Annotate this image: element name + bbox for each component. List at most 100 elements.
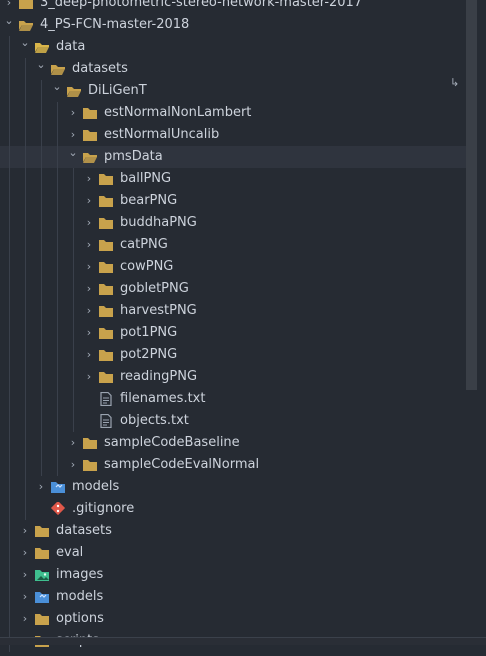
- models-folder-icon: [50, 480, 66, 494]
- tree-item-models[interactable]: ›models: [0, 586, 466, 608]
- tree-item-label: datasets: [72, 61, 128, 76]
- tree-item-ballpng[interactable]: › ballPNG: [0, 168, 466, 190]
- chevron-right-icon[interactable]: ›: [86, 238, 92, 251]
- folder-icon: [98, 216, 114, 230]
- tree-item-models[interactable]: ›models: [0, 476, 466, 498]
- folder-icon: [98, 326, 114, 340]
- chevron-right-icon[interactable]: ›: [22, 546, 28, 559]
- folder-open-icon: [34, 40, 50, 54]
- folder-open-icon: [50, 62, 66, 76]
- chevron-right-icon[interactable]: ›: [70, 436, 76, 449]
- chevron-right-icon[interactable]: ›: [22, 612, 28, 625]
- tree-item-label: ballPNG: [120, 171, 172, 186]
- tree-item-label: estNormalUncalib: [104, 127, 220, 142]
- chevron-right-icon[interactable]: ›: [86, 216, 92, 229]
- tree-item-data[interactable]: ⌄data: [0, 36, 466, 58]
- chevron-right-icon[interactable]: ›: [86, 326, 92, 339]
- tree-item-datasets[interactable]: ⌄ datasets: [0, 58, 466, 80]
- tree-item-label: readingPNG: [120, 369, 198, 384]
- chevron-right-icon[interactable]: ›: [86, 304, 92, 317]
- tree-item-gitignore[interactable]: .gitignore: [0, 498, 466, 520]
- tree-item-samplecodeevalnormal[interactable]: ›sampleCodeEvalNormal: [0, 454, 466, 476]
- chevron-right-icon[interactable]: ›: [70, 128, 76, 141]
- indent-guide: [73, 168, 74, 432]
- tree-item-readingpng[interactable]: › readingPNG: [0, 366, 466, 388]
- tree-item-datasets[interactable]: › datasets: [0, 520, 466, 542]
- chevron-right-icon[interactable]: ›: [38, 480, 44, 493]
- tree-item-label: pmsData: [104, 149, 163, 164]
- outline-panel-header[interactable]: [0, 637, 486, 645]
- tree-item-label: bearPNG: [120, 193, 178, 208]
- file-text-icon: [98, 391, 114, 407]
- tree-item-images[interactable]: › images: [0, 564, 466, 586]
- tree-item-label: .gitignore: [72, 501, 135, 516]
- tree-item-harvestpng[interactable]: ›harvestPNG: [0, 300, 466, 322]
- tree-item-filenames-txt[interactable]: filenames.txt: [0, 388, 466, 410]
- tree-item-label: sampleCodeBaseline: [104, 435, 240, 450]
- tree-item-estnormaluncalib[interactable]: › estNormalUncalib: [0, 124, 466, 146]
- folder-icon: [82, 128, 98, 142]
- chevron-right-icon[interactable]: ›: [86, 282, 92, 295]
- chevron-right-icon[interactable]: ›: [70, 106, 76, 119]
- indent-guide: [41, 80, 42, 476]
- tree-item-label: 3_deep-photometric-stereo-network-master…: [40, 0, 363, 10]
- tree-item-pot2png[interactable]: ›pot2PNG: [0, 344, 466, 366]
- tree-item-label: objects.txt: [120, 413, 189, 428]
- tree-item-cowpng[interactable]: ›cowPNG: [0, 256, 466, 278]
- folder-icon: [82, 458, 98, 472]
- folder-icon: [34, 612, 50, 626]
- folder-icon: [98, 172, 114, 186]
- chevron-down-icon[interactable]: ⌄: [36, 58, 46, 71]
- tree-item-gobletpng[interactable]: › gobletPNG: [0, 278, 466, 300]
- chevron-right-icon[interactable]: ›: [86, 370, 92, 383]
- tree-item-catpng[interactable]: ›catPNG: [0, 234, 466, 256]
- file-explorer-tree: › 3_deep-photometric-stereo-network-maste…: [0, 0, 466, 652]
- tree-item-label: DiLiGenT: [88, 83, 147, 98]
- chevron-down-icon[interactable]: ⌄: [52, 80, 62, 93]
- folder-icon: [98, 260, 114, 274]
- tree-item-buddhapng[interactable]: ›buddhaPNG: [0, 212, 466, 234]
- return-arrow-icon: ↳: [450, 76, 460, 89]
- tree-item-estnormalnonlambert[interactable]: ›estNormalNonLambert: [0, 102, 466, 124]
- chevron-down-icon[interactable]: ⌄: [4, 14, 14, 27]
- chevron-right-icon[interactable]: ›: [86, 172, 92, 185]
- file-text-icon: [98, 413, 114, 429]
- chevron-right-icon[interactable]: ›: [22, 524, 28, 537]
- chevron-right-icon[interactable]: ›: [22, 568, 28, 581]
- tree-item-eval[interactable]: › eval: [0, 542, 466, 564]
- tree-item-4-ps-fcn-master-2018[interactable]: ⌄ 4_PS-FCN-master-2018: [0, 14, 466, 36]
- folder-icon: [98, 282, 114, 296]
- chevron-right-icon[interactable]: ›: [86, 348, 92, 361]
- chevron-right-icon[interactable]: ›: [22, 590, 28, 603]
- tree-item-label: 4_PS-FCN-master-2018: [40, 17, 190, 32]
- tree-item-options[interactable]: › options: [0, 608, 466, 630]
- folder-open-icon: [66, 84, 82, 98]
- tree-item-pot1png[interactable]: › pot1PNG: [0, 322, 466, 344]
- folder-icon: [82, 436, 98, 450]
- folder-open-icon: [18, 18, 34, 32]
- vertical-scrollbar[interactable]: [466, 0, 477, 390]
- tree-item-label: options: [56, 611, 104, 626]
- chevron-right-icon[interactable]: ›: [6, 0, 12, 9]
- chevron-right-icon[interactable]: ›: [86, 260, 92, 273]
- tree-item-label: pot1PNG: [120, 325, 178, 340]
- tree-item-label: filenames.txt: [120, 391, 206, 406]
- folder-icon: [18, 0, 34, 10]
- tree-item-3-deep-photometric-stereo-network-master-2017[interactable]: › 3_deep-photometric-stereo-network-maste…: [0, 0, 466, 14]
- tree-item-label: datasets: [56, 523, 112, 538]
- tree-item-diligent[interactable]: ⌄ DiLiGenT: [0, 80, 466, 102]
- tree-item-label: images: [56, 567, 104, 582]
- chevron-down-icon[interactable]: ⌄: [68, 146, 78, 159]
- chevron-right-icon[interactable]: ›: [86, 194, 92, 207]
- folder-icon: [34, 546, 50, 560]
- tree-item-bearpng[interactable]: › bearPNG: [0, 190, 466, 212]
- tree-item-samplecodebaseline[interactable]: › sampleCodeBaseline: [0, 432, 466, 454]
- tree-item-label: eval: [56, 545, 84, 560]
- models-folder-icon: [34, 590, 50, 604]
- indent-guide: [25, 58, 26, 520]
- tree-item-objects-txt[interactable]: objects.txt: [0, 410, 466, 432]
- tree-item-pmsdata[interactable]: ⌄ pmsData: [0, 146, 466, 168]
- chevron-right-icon[interactable]: ›: [70, 458, 76, 471]
- chevron-down-icon[interactable]: ⌄: [20, 36, 30, 49]
- tree-item-label: gobletPNG: [120, 281, 189, 296]
